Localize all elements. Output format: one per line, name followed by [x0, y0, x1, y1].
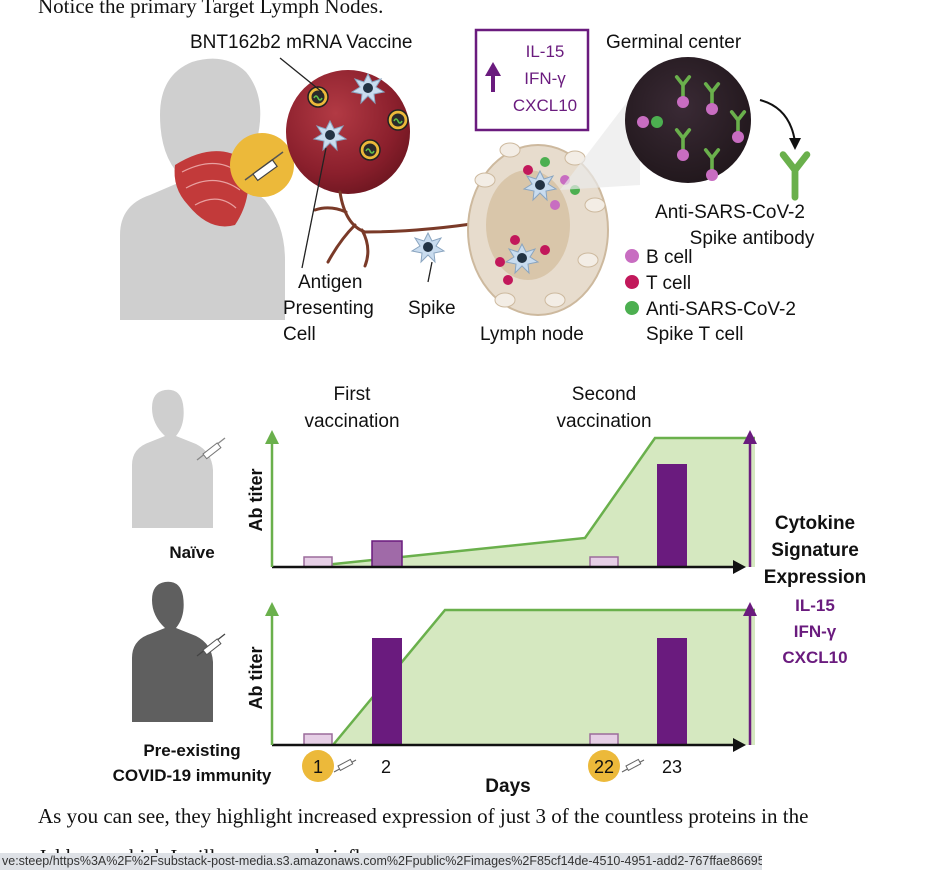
lymph-vessel-icon [313, 190, 487, 268]
tick-day1: 1 [313, 757, 323, 777]
status-bar-url: ve:steep/https%3A%2F%2Fsubstack-post-med… [0, 853, 762, 870]
germinal-center-label: Germinal center [606, 32, 742, 53]
cytokine-arrow-bottom-head-icon [743, 602, 757, 616]
preexisting-label-2: COVID-19 immunity [113, 766, 272, 785]
lymph-node-label: Lymph node [480, 324, 584, 345]
day22-circle-icon [588, 750, 620, 782]
preexisting-bar-day23 [657, 638, 687, 745]
cytokine-sig-1: Cytokine [775, 513, 855, 534]
curved-arrow-icon [759, 99, 796, 143]
naive-area [305, 438, 755, 567]
legend-b-cell: B cell [646, 247, 692, 268]
antibody-label-1: Anti-SARS-CoV-2 [655, 202, 805, 223]
legend-spike-t-2: Spike T cell [646, 324, 744, 345]
preexisting-label-1: Pre-existing [143, 741, 240, 760]
preexisting-person-icon [132, 581, 213, 722]
second-vaccination-label-1: Second [572, 384, 636, 405]
zoom-projection [560, 85, 640, 190]
naive-y-arrow-icon [265, 430, 279, 444]
germinal-center-icon [625, 57, 751, 183]
legend-t-cell-marker [625, 275, 639, 289]
caption-line-1: As you can see, they highlight increased… [38, 804, 809, 828]
deltoid-muscle-icon [174, 151, 249, 227]
tick-day22: 22 [594, 757, 614, 777]
cytokine-sig-2: Signature [771, 540, 859, 561]
legend-t-cell: T cell [646, 273, 691, 294]
arrowhead-icon [789, 138, 801, 150]
tick-syringe-22-icon [621, 758, 645, 773]
naive-x-arrow-icon [733, 560, 746, 574]
naive-label: Naïve [169, 543, 214, 562]
cytokine-sig-3: Expression [764, 567, 866, 588]
legend-b-cell-marker [625, 249, 639, 263]
apc-pointer [301, 147, 327, 269]
preexisting-titer-line [332, 608, 755, 746]
spike-pointer [427, 261, 433, 283]
legend-spike-t-1: Anti-SARS-CoV-2 [646, 299, 796, 320]
tick-day2: 2 [381, 757, 391, 777]
second-vaccination-label-2: vaccination [556, 411, 651, 432]
spike-label: Spike [408, 298, 456, 319]
first-vaccination-label-2: vaccination [304, 411, 399, 432]
naive-bar-day2 [371, 540, 403, 568]
naive-ylabel: Ab titer [246, 469, 266, 532]
preexisting-x-arrow-icon [733, 738, 746, 752]
xlabel-days: Days [485, 776, 530, 797]
right-il15: IL-15 [795, 596, 835, 615]
preexisting-y-arrow-icon [265, 602, 279, 616]
cytokine-cxcl10: CXCL10 [513, 96, 577, 115]
preexisting-syringe-icon [196, 633, 226, 657]
apc-label-3: Cell [283, 324, 316, 345]
vaccine-label: BNT162b2 mRNA Vaccine [190, 32, 412, 53]
antibody-label-2: Spike antibody [690, 228, 815, 249]
preexisting-ylabel: Ab titer [246, 647, 266, 710]
up-arrow-head-icon [485, 62, 501, 76]
injection-site-icon [230, 133, 294, 197]
right-cxcl10: CXCL10 [782, 648, 847, 667]
vaccine-pointer [279, 57, 323, 93]
naive-bar-day1 [303, 556, 333, 568]
syringe-icon [244, 151, 284, 182]
tissue-sphere-icon [286, 70, 410, 194]
preexisting-bar-day1 [303, 733, 333, 746]
naive-person-icon [132, 389, 213, 528]
preexisting-area [333, 610, 755, 745]
day1-circle-icon [302, 750, 334, 782]
preexisting-bar-day2 [372, 638, 402, 745]
naive-bar-day22 [589, 556, 619, 568]
spike-cell-icon [411, 232, 445, 263]
intro-text: Notice the primary Target Lymph Nodes. [38, 0, 384, 18]
cytokine-ifn: IFN-γ [524, 69, 566, 88]
first-vaccination-label-1: First [334, 384, 372, 405]
preexisting-bar-day22 [589, 733, 619, 746]
tick-syringe-1-icon [333, 758, 357, 773]
apc-label-2: Presenting [283, 298, 374, 319]
vaccine-figure: IL-15 IFN-γ CXCL10 BNT162b2 mRNA Vaccine… [113, 28, 866, 797]
naive-titer-line [304, 436, 755, 569]
cytokine-il15: IL-15 [526, 42, 565, 61]
apc-label-1: Antigen [298, 272, 362, 293]
antibody-icon [783, 155, 807, 198]
naive-syringe-icon [196, 437, 226, 461]
naive-bar-day23 [657, 464, 687, 567]
tick-day23: 23 [662, 757, 682, 777]
right-ifn: IFN-γ [794, 622, 837, 641]
legend-spike-t-marker [625, 301, 639, 315]
cytokine-arrow-top-head-icon [743, 430, 757, 444]
